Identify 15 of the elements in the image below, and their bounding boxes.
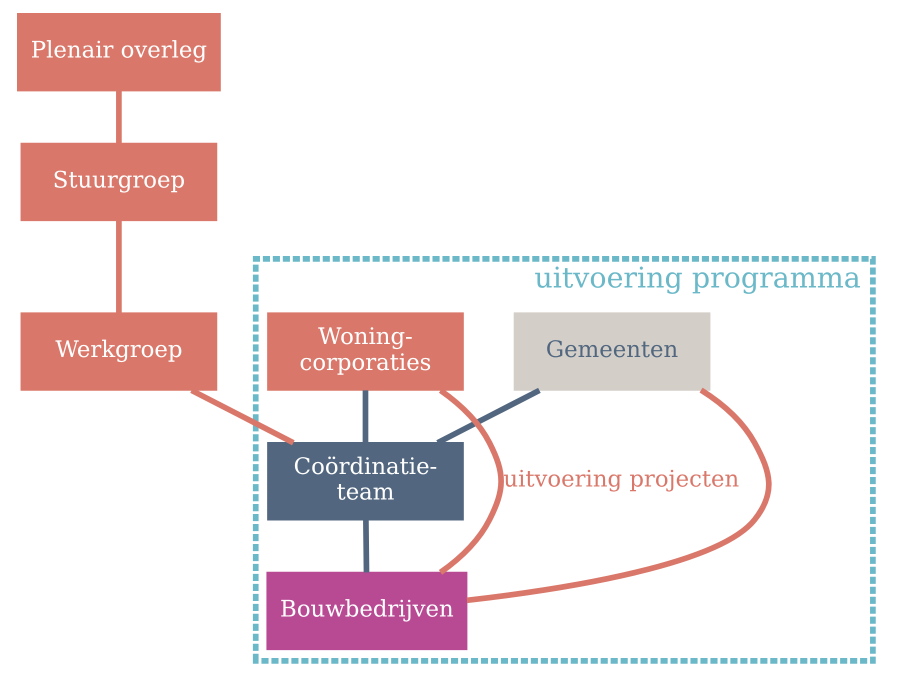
node-box: Woning-corporaties xyxy=(267,312,464,391)
connector xyxy=(190,388,295,446)
connector xyxy=(363,520,370,572)
node-box: Bouwbedrijven xyxy=(266,572,468,650)
node-box: Plenair overleg xyxy=(16,13,221,92)
connector xyxy=(116,91,122,144)
connector xyxy=(362,390,368,443)
node-box: Gemeenten xyxy=(514,312,710,391)
connector xyxy=(438,388,504,575)
node-box: Coördinatie-team xyxy=(267,442,464,520)
node-box: Stuurgroep xyxy=(20,142,218,222)
edge-label: uitvoering projecten xyxy=(503,466,740,493)
connector xyxy=(466,388,772,604)
node-box: Werkgroep xyxy=(20,312,218,391)
connector xyxy=(116,220,122,313)
